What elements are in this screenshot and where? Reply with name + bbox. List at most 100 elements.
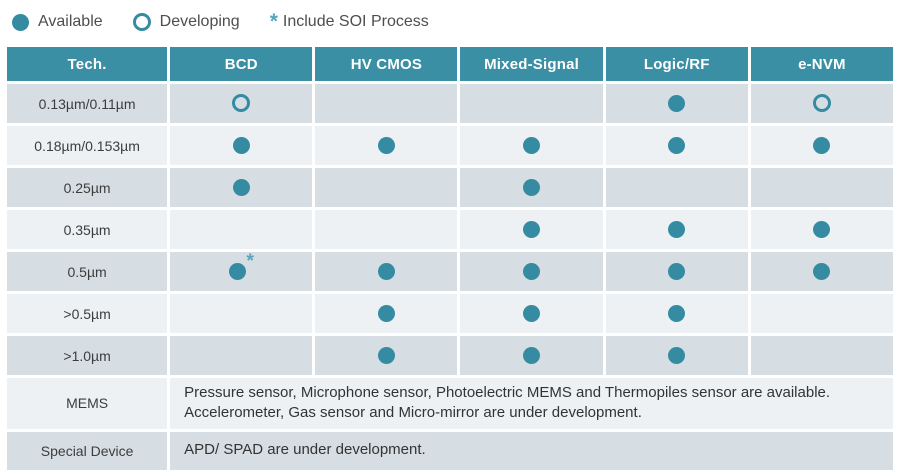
- available-dot-icon: [377, 346, 395, 364]
- column-header-tech: Tech.: [7, 47, 168, 81]
- status-cell: [750, 210, 893, 249]
- status-cell: [315, 210, 458, 249]
- available-dot-icon: [668, 94, 686, 112]
- tech-label: Special Device: [7, 431, 168, 470]
- available-dot-icon: [523, 136, 541, 154]
- available-dot-icon: [232, 136, 250, 154]
- status-cell: [170, 84, 313, 123]
- table-row: 0.13µm/0.11µm: [7, 84, 893, 123]
- available-dot-icon: [523, 262, 541, 280]
- status-cell: [170, 168, 313, 207]
- status-cell: [460, 210, 603, 249]
- available-dot-icon: [813, 136, 831, 154]
- legend: Available Developing * Include SOI Proce…: [0, 0, 900, 44]
- available-dot-icon: [232, 178, 250, 196]
- note-line: Pressure sensor, Microphone sensor, Phot…: [184, 384, 831, 401]
- status-cell: [605, 252, 748, 291]
- legend-soi-label: Include SOI Process: [282, 13, 429, 30]
- tech-label: 0.35µm: [7, 210, 168, 249]
- status-cell: [170, 294, 313, 333]
- available-dot-icon: [668, 346, 686, 364]
- available-dot-icon: [12, 13, 29, 31]
- status-cell: [460, 336, 603, 375]
- legend-available: Available: [12, 13, 103, 31]
- technology-matrix-table: Tech. BCD HV CMOS Mixed-Signal Logic/RF …: [4, 44, 896, 473]
- tech-label: >0.5µm: [7, 294, 168, 333]
- available-dot-icon: [813, 262, 831, 280]
- developing-ring-icon: [232, 94, 251, 113]
- table-row: 0.5µm*: [7, 252, 893, 291]
- status-cell: [605, 336, 748, 375]
- table-row: MEMS Pressure sensor, Microphone sensor, …: [7, 378, 893, 429]
- table-header-row: Tech. BCD HV CMOS Mixed-Signal Logic/RF …: [7, 47, 893, 81]
- tech-label: 0.13µm/0.11µm: [7, 84, 168, 123]
- status-cell: [750, 126, 893, 165]
- available-dot-icon: [523, 304, 541, 322]
- table-row: 0.25µm: [7, 168, 893, 207]
- table-row: Special Device APD/ SPAD are under develo…: [7, 431, 893, 470]
- column-header-e-nvm: e-NVM: [750, 47, 893, 81]
- status-cell: [750, 294, 893, 333]
- column-header-mixed-signal: Mixed-Signal: [460, 47, 603, 81]
- status-cell: [750, 84, 893, 123]
- status-cell: [315, 168, 458, 207]
- status-cell: [315, 294, 458, 333]
- table-row: >0.5µm: [7, 294, 893, 333]
- tech-label: 0.18µm/0.153µm: [7, 126, 168, 165]
- developing-ring-icon: [132, 13, 151, 31]
- status-cell: [460, 168, 603, 207]
- available-dot-icon: [228, 263, 246, 281]
- status-cell: [315, 252, 458, 291]
- available-dot-icon: [668, 136, 686, 154]
- status-cell: [170, 210, 313, 249]
- available-dot-icon: [668, 304, 686, 322]
- note-text: APD/ SPAD are under development.: [170, 431, 893, 470]
- tech-label: 0.5µm: [7, 252, 168, 291]
- status-cell: [460, 126, 603, 165]
- note-line: Accelerometer, Gas sensor and Micro-mirr…: [184, 404, 642, 422]
- tech-label: >1.0µm: [7, 336, 168, 375]
- available-dot-icon: [377, 136, 395, 154]
- status-cell: [605, 126, 748, 165]
- status-cell: [605, 168, 748, 207]
- note-line: APD/ SPAD are under development.: [184, 441, 426, 459]
- status-cell: [460, 252, 603, 291]
- available-dot-icon: [668, 262, 686, 280]
- table-row: >1.0µm: [7, 336, 893, 375]
- available-dot-icon: [377, 304, 395, 322]
- status-cell: [170, 126, 313, 165]
- status-cell: *: [170, 252, 313, 291]
- note-text: Pressure sensor, Microphone sensor, Phot…: [170, 378, 893, 429]
- tech-label: MEMS: [7, 378, 168, 429]
- status-cell: [460, 84, 603, 123]
- column-header-bcd: BCD: [170, 47, 313, 81]
- available-dot-icon: [377, 262, 395, 280]
- tech-label: 0.25µm: [7, 168, 168, 207]
- legend-developing-label: Developing: [159, 13, 240, 30]
- status-cell: [605, 210, 748, 249]
- status-cell: [750, 336, 893, 375]
- status-cell: [170, 336, 313, 375]
- available-dot-icon: [813, 220, 831, 238]
- column-header-logic-rf: Logic/RF: [605, 47, 748, 81]
- available-dot-icon: [523, 346, 541, 364]
- available-dot-icon: [523, 220, 541, 238]
- status-cell: [750, 252, 893, 291]
- table-row: 0.18µm/0.153µm: [7, 126, 893, 165]
- available-dot-icon: [523, 178, 541, 196]
- status-cell: [605, 84, 748, 123]
- table-row: 0.35µm: [7, 210, 893, 249]
- status-cell: [315, 84, 458, 123]
- status-cell: [315, 126, 458, 165]
- legend-available-label: Available: [38, 13, 103, 30]
- status-cell: [315, 336, 458, 375]
- status-cell: [605, 294, 748, 333]
- legend-soi: * Include SOI Process: [269, 10, 429, 33]
- developing-ring-icon: [812, 94, 831, 113]
- status-cell: [750, 168, 893, 207]
- status-cell: [460, 294, 603, 333]
- legend-developing: Developing: [132, 13, 240, 31]
- available-dot-icon: [668, 220, 686, 238]
- column-header-hv-cmos: HV CMOS: [315, 47, 458, 81]
